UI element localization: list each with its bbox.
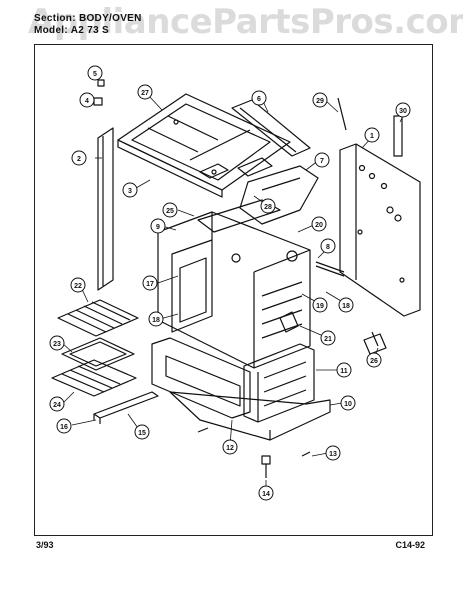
svg-text:27: 27: [141, 90, 149, 97]
svg-text:18: 18: [342, 303, 350, 310]
callout-20: 19: [312, 297, 328, 313]
callouts: 5 4 27 6 29 30 1 2 7 3 28 25 9 20 8 17 2…: [49, 65, 411, 501]
callout-18-right: 18: [338, 297, 354, 313]
section-label: Section:: [34, 13, 76, 24]
section-line: Section: BODY/OVEN: [34, 13, 142, 25]
svg-text:10: 10: [344, 401, 352, 408]
callout-12: 12: [222, 439, 238, 455]
callout-8: 8: [320, 238, 336, 254]
part-8-rail: [315, 261, 345, 277]
diagram-frame: [34, 44, 433, 536]
svg-text:13: 13: [329, 451, 337, 458]
callout-21: 20: [311, 216, 327, 232]
callout-5: 5: [87, 65, 103, 81]
callout-25: 24: [49, 396, 65, 412]
part-25-rack: [51, 359, 137, 397]
callout-14: 14: [258, 485, 274, 501]
svg-text:16: 16: [60, 424, 68, 431]
callout-23: 22: [70, 277, 86, 293]
callout-22: 21: [320, 330, 336, 346]
part-26-shield: [197, 199, 281, 233]
callout-3: 3: [122, 182, 138, 198]
part-7-duct: [239, 165, 319, 225]
callout-26: 25: [162, 202, 178, 218]
callout-16: 16: [56, 418, 72, 434]
part-15-strip: [93, 391, 159, 424]
svg-text:2: 2: [77, 156, 81, 163]
svg-text:20: 20: [315, 222, 323, 229]
svg-text:8: 8: [326, 244, 330, 251]
footer-page-code: C14-92: [395, 540, 425, 550]
part-28-29-parts: [199, 157, 273, 179]
svg-text:26: 26: [370, 358, 378, 365]
svg-text:3: 3: [128, 188, 132, 195]
part-2-left-side-panel: [97, 127, 114, 291]
callout-6: 6: [251, 90, 267, 106]
part-10-base: [169, 391, 331, 441]
callout-17: 17: [142, 275, 158, 291]
svg-text:30: 30: [399, 108, 407, 115]
svg-text:7: 7: [320, 158, 324, 165]
callout-29: 28: [260, 198, 276, 214]
model-line: Model: A2 73 S: [34, 25, 142, 37]
svg-text:18: 18: [152, 317, 160, 324]
callout-7: 7: [314, 152, 330, 168]
model-value: A2 73 S: [70, 25, 109, 36]
callout-10: 10: [340, 395, 356, 411]
part-12-drawer-front: [151, 337, 251, 419]
callout-27: 26: [366, 352, 382, 368]
svg-text:6: 6: [257, 96, 261, 103]
callout-24: 23: [49, 335, 65, 351]
footer-date: 3/93: [36, 540, 54, 550]
svg-text:25: 25: [166, 208, 174, 215]
oven-body: [157, 211, 311, 369]
svg-text:5: 5: [93, 71, 97, 78]
svg-text:22: 22: [74, 283, 82, 290]
svg-text:12: 12: [226, 445, 234, 452]
page-header: Section: BODY/OVEN Model: A2 73 S: [34, 13, 142, 37]
svg-text:17: 17: [146, 281, 154, 288]
part-3-top-frame: [117, 93, 291, 198]
part-27-bracket: [363, 331, 387, 355]
callout-13: 13: [325, 445, 341, 461]
part-22-bracket: [279, 311, 299, 333]
part-23-rack: [57, 299, 139, 337]
hardware: [93, 79, 403, 478]
svg-text:24: 24: [53, 402, 61, 409]
svg-text:1: 1: [370, 133, 374, 140]
model-label: Model:: [34, 25, 69, 36]
callout-9: 9: [150, 218, 166, 234]
svg-text:28: 28: [264, 204, 272, 211]
callout-1: 1: [364, 127, 380, 143]
part-6-vent-trim: [231, 99, 311, 157]
svg-text:11: 11: [340, 368, 348, 375]
svg-text:29: 29: [316, 98, 324, 105]
svg-text:23: 23: [53, 341, 61, 348]
callout-2: 2: [71, 150, 87, 166]
part-1-back-panel: [339, 143, 421, 317]
svg-text:21: 21: [324, 336, 332, 343]
callout-31: 30: [395, 102, 411, 118]
callout-15: 15: [134, 424, 150, 440]
svg-text:14: 14: [262, 491, 270, 498]
callout-18-left: 18: [148, 311, 164, 327]
callout-30: 29: [312, 92, 328, 108]
callout-28: 27: [137, 84, 153, 100]
callout-4: 4: [79, 92, 95, 108]
svg-text:15: 15: [138, 430, 146, 437]
section-value: BODY/OVEN: [78, 13, 142, 24]
part-11-drawer-side: [243, 343, 315, 423]
svg-text:4: 4: [85, 98, 89, 105]
part-24-broiler-pan: [61, 337, 135, 371]
svg-text:19: 19: [316, 303, 324, 310]
svg-text:9: 9: [156, 224, 160, 231]
callout-11: 11: [336, 362, 352, 378]
